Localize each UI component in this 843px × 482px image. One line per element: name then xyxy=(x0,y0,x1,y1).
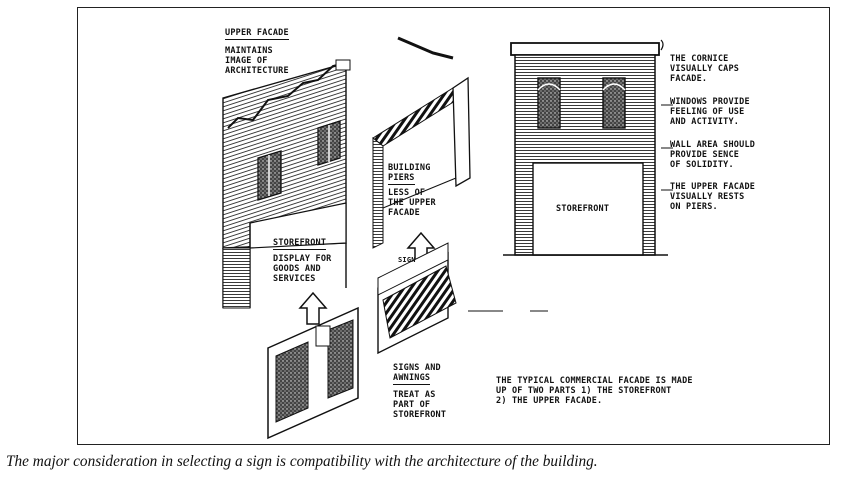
upper-facade-desc-3: ARCHITECTURE xyxy=(225,66,289,76)
elevation-storefront-label: STOREFRONT xyxy=(556,204,610,214)
wall-note-3: OF SOLIDITY. xyxy=(670,160,734,170)
signs-desc-3: STOREFRONT xyxy=(393,410,447,420)
summary-line-1: THE TYPICAL COMMERCIAL FACADE IS MADE xyxy=(496,376,693,386)
windows-note-3: AND ACTIVITY. xyxy=(670,117,740,127)
cornice-note-3: FACADE. xyxy=(670,74,708,84)
cornice-note-2: VISUALLY CAPS xyxy=(670,64,740,74)
left-building xyxy=(222,59,351,309)
signs-title-1: SIGNS AND xyxy=(393,363,441,373)
upper-facade-desc-1: MAINTAINS xyxy=(225,46,273,56)
middle-piers xyxy=(372,36,471,249)
storefront-title: STOREFRONT xyxy=(273,238,327,250)
summary-line-3: 2) THE UPPER FACADE. xyxy=(496,396,603,406)
piers-desc-1: LESS OF xyxy=(388,188,426,198)
piers-title-1: BUILDING xyxy=(388,163,431,173)
figure-frame: UPPER FACADE MAINTAINS IMAGE OF ARCHITEC… xyxy=(77,7,830,445)
signs-desc-2: PART OF xyxy=(393,400,431,410)
wall-note-1: WALL AREA SHOULD xyxy=(670,140,756,150)
storefront-desc-2: GOODS AND xyxy=(273,264,321,274)
upper-facade-title: UPPER FACADE xyxy=(225,28,289,40)
cornice-note-1: THE CORNICE xyxy=(670,54,729,64)
piers-desc-3: FACADE xyxy=(388,208,420,218)
piers-desc-2: THE UPPER xyxy=(388,198,436,208)
summary-line-2: UP OF TWO PARTS 1) THE STOREFRONT xyxy=(496,386,672,396)
storefront-desc-1: DISPLAY FOR xyxy=(273,254,332,264)
upper-facade-desc-2: IMAGE OF xyxy=(225,56,268,66)
arrows xyxy=(298,231,436,325)
upper-note-2: VISUALLY RESTS xyxy=(670,192,745,202)
storefront-detail xyxy=(267,306,359,440)
sign-board-text: SIGN xyxy=(398,256,416,264)
windows-note-1: WINDOWS PROVIDE xyxy=(670,97,750,107)
upper-note-3: ON PIERS. xyxy=(670,202,718,212)
piers-title-2: PIERS xyxy=(388,173,415,185)
signs-title-2: AWNINGS xyxy=(393,373,431,385)
storefront-desc-3: SERVICES xyxy=(273,274,316,284)
upper-note-1: THE UPPER FACADE xyxy=(670,182,756,192)
elevation-building xyxy=(503,39,673,256)
figure-caption: The major consideration in selecting a s… xyxy=(6,453,598,470)
signs-desc-1: TREAT AS xyxy=(393,390,436,400)
facade-illustration xyxy=(222,36,673,440)
wall-note-2: PROVIDE SENCE xyxy=(670,150,740,160)
windows-note-2: FEELING OF USE xyxy=(670,107,745,117)
sign-awning-detail xyxy=(377,242,457,355)
